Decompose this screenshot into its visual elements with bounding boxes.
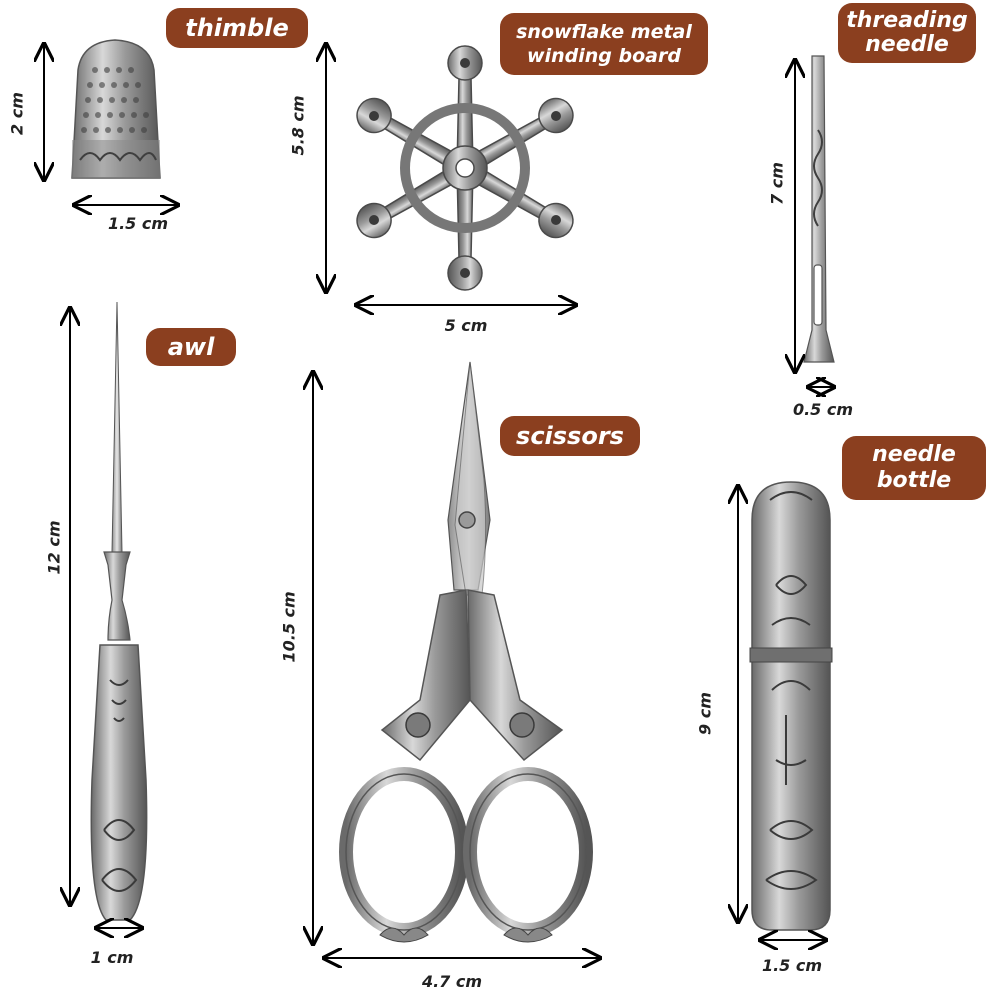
scissors-height-text: 10.5 cm (279, 591, 299, 663)
awl-image (90, 301, 148, 921)
threading-needle-label: threading needle (838, 3, 976, 63)
snowflake-height-text: 5.8 cm (288, 95, 308, 156)
needle-bottle-width-text: 1.5 cm (761, 956, 823, 975)
needle-bottle-height-text: 9 cm (695, 692, 715, 735)
thimble-label: thimble (166, 8, 308, 48)
scissors-width-text: 4.7 cm (421, 972, 483, 991)
needle-bottle-label: needle bottle (842, 436, 986, 500)
threading-needle-height-text: 7 cm (767, 162, 787, 205)
threading-needle-image (803, 55, 835, 363)
thimble-height-text: 2 cm (7, 92, 27, 135)
awl-width-text: 1 cm (90, 948, 134, 967)
snowflake-winding-board-image (356, 45, 574, 291)
scissors-label: scissors (500, 416, 640, 456)
snowflake-width-text: 5 cm (444, 316, 488, 335)
snowflake-winding-board-label: snowflake metal winding board (500, 13, 708, 75)
scissors-image (339, 361, 593, 943)
awl-label: awl (146, 328, 236, 366)
needle-bottle-image (749, 481, 833, 931)
threading-needle-width-text: 0.5 cm (792, 400, 854, 419)
thimble-width-text: 1.5 cm (107, 214, 169, 233)
awl-height-text: 12 cm (44, 520, 64, 575)
thimble-image (71, 39, 161, 179)
